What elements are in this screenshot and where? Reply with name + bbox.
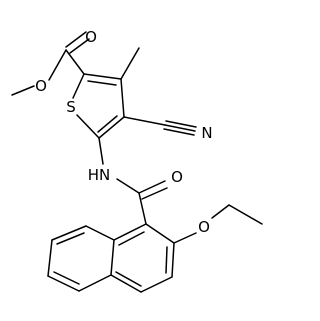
bond-nh-c <box>116 178 140 194</box>
bond-c8-c7-inner <box>56 232 85 245</box>
atom-amide-nh: HN <box>88 166 111 184</box>
bond-c8a-c1 <box>113 223 147 241</box>
bond-ethyl-methyl <box>228 204 263 225</box>
atom-o-ether-ester: O <box>35 77 47 95</box>
bond-amide-c-o-a <box>138 180 166 194</box>
bond-c5-nh <box>98 137 104 165</box>
bond-c4-c4a <box>110 274 142 293</box>
bond-o-methyl <box>11 85 35 96</box>
bond-c2-c3 <box>171 242 175 278</box>
bond-c8a-c1-inner <box>118 231 145 246</box>
bond-c4-c4a-inner <box>115 271 142 287</box>
bond-s-c2 <box>72 73 85 99</box>
bond-c6-c5 <box>47 275 80 292</box>
bond-c6-c5-inner <box>53 271 80 285</box>
bond-ester-c-o-double-a <box>65 31 87 48</box>
bond-c7-c6 <box>47 239 53 277</box>
bond-c8-c7 <box>51 225 87 241</box>
atom-o-carbonyl-ester: O <box>85 28 97 46</box>
bond-c3-methyl <box>120 47 140 80</box>
bond-cn-triple-a <box>164 124 196 132</box>
bond-c4-c5 <box>98 116 125 139</box>
bond-c4a-c8a <box>110 239 115 276</box>
bond-c4-c5-inner <box>97 115 118 133</box>
bond-ester-c-o-single <box>48 49 67 81</box>
bond-c2-c3-inner <box>165 246 168 274</box>
bond-o-ethyl <box>211 204 230 219</box>
molecule-structure: O O S N HN O O <box>11 28 263 293</box>
bond-c5-c4a <box>78 274 112 292</box>
bond-c2-c3-inner <box>87 80 117 86</box>
atom-nitrile-nitrogen: N <box>201 124 212 142</box>
bond-cn-triple-b <box>165 120 197 128</box>
bond-amide-c-aryl <box>138 192 147 225</box>
bond-cn-triple-c <box>163 128 195 136</box>
bond-c4-cn <box>123 116 166 126</box>
bond-c3-c4 <box>140 276 173 293</box>
bonds <box>11 31 263 293</box>
bond-c3-c4 <box>120 78 125 118</box>
atom-sulfur: S <box>66 98 76 116</box>
bond-c2-o-ethoxy <box>173 232 197 244</box>
bond-c2-c3 <box>83 73 122 80</box>
bond-amide-c-o-b <box>141 187 168 200</box>
bond-c5-s <box>76 114 100 139</box>
atom-o-ethoxy: O <box>198 218 210 236</box>
atom-labels: O O S N HN O O <box>35 28 213 236</box>
bond-c8a-c8 <box>85 225 115 241</box>
bond-c1-c2 <box>145 223 175 244</box>
bond-ester-c-o-double-b <box>69 38 90 54</box>
bond-ester-c-ring <box>65 49 85 75</box>
atom-o-amide: O <box>171 168 183 186</box>
